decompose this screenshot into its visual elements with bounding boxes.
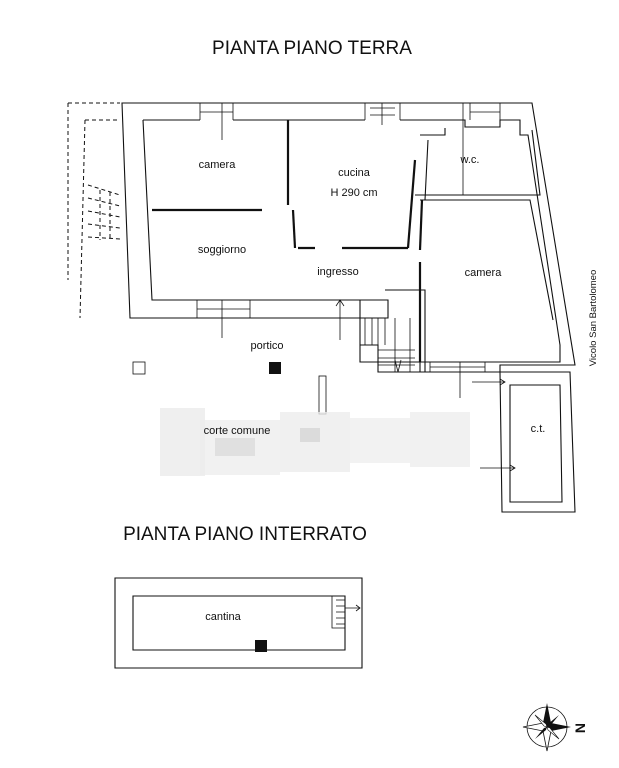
label-ingresso: ingresso <box>317 266 359 278</box>
north-label: N <box>572 723 588 733</box>
label-wc: w.c. <box>460 154 480 166</box>
compass-rose-icon <box>522 703 571 752</box>
label-corte-comune: corte comune <box>204 425 271 437</box>
label-soggiorno: soggiorno <box>198 244 246 256</box>
ct-room <box>472 371 576 513</box>
pillar-solid <box>269 362 281 374</box>
interior-stair <box>335 289 426 373</box>
column-post <box>318 375 327 415</box>
ground-floor-title: PIANTA PIANO TERRA <box>212 38 412 59</box>
pillar-outline <box>132 361 146 375</box>
basement-pillar <box>255 640 267 652</box>
label-cucina: cucina <box>338 167 371 179</box>
label-cucina-height: H 290 cm <box>330 187 377 199</box>
label-ct: c.t. <box>531 423 546 435</box>
label-cantina: cantina <box>205 611 241 623</box>
street-label: Vicolo San Bartolomeo <box>588 270 599 366</box>
label-portico: portico <box>250 340 283 352</box>
external-stair-dashed <box>67 102 121 319</box>
label-camera-1: camera <box>199 159 237 171</box>
basement-title: PIANTA PIANO INTERRATO <box>123 524 367 545</box>
main-house-walls <box>121 102 576 398</box>
courtyard-blur <box>160 408 470 476</box>
basement-walls <box>114 577 363 669</box>
label-camera-2: camera <box>465 267 503 279</box>
portico-elements <box>132 361 327 415</box>
